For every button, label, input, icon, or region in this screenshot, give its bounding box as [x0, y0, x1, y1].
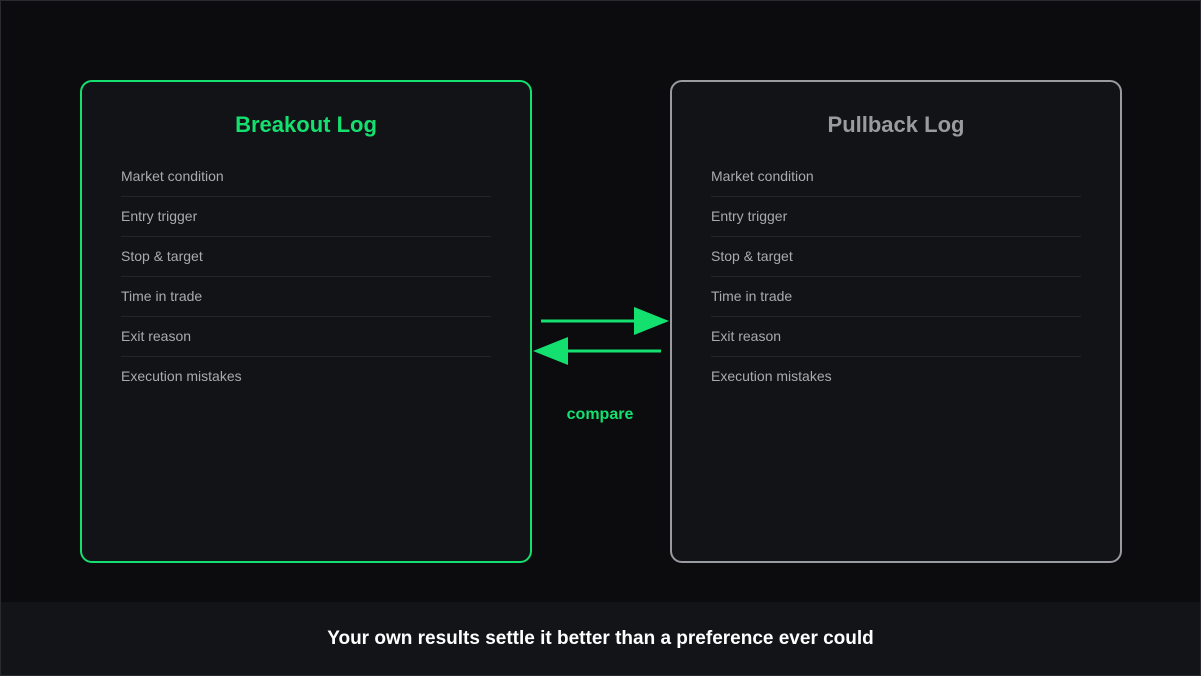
pullback-field-stop-target: Stop & target [711, 237, 1081, 277]
pullback-field-entry-trigger: Entry trigger [711, 197, 1081, 237]
breakout-field-market-condition: Market condition [121, 157, 491, 197]
breakout-field-execution-mistakes: Execution mistakes [121, 368, 242, 384]
footer-text: Your own results settle it better than a… [327, 627, 874, 649]
pullback-log-title: Pullback Log [827, 112, 965, 137]
breakout-log-panel: Breakout Log Market condition Entry trig… [80, 80, 532, 563]
compare-label: compare [566, 406, 634, 423]
pullback-log-fields: Market condition Entry trigger Stop & ta… [711, 157, 1081, 396]
compare-arrows [533, 307, 669, 365]
breakout-field-stop-target: Stop & target [121, 237, 491, 277]
pullback-log-panel: Pullback Log Market condition Entry trig… [670, 80, 1122, 563]
breakout-log-title: Breakout Log [235, 112, 377, 137]
arrow-right-icon [634, 307, 669, 335]
pullback-field-time-in-trade: Time in trade [711, 277, 1081, 317]
breakout-log-fields: Market condition Entry trigger Stop & ta… [121, 157, 491, 396]
pullback-field-execution-mistakes: Execution mistakes [711, 368, 832, 384]
breakout-field-time-in-trade: Time in trade [121, 277, 491, 317]
footer-banner: Your own results settle it better than a… [1, 602, 1200, 675]
arrow-left-icon [533, 337, 568, 365]
breakout-field-exit-reason: Exit reason [121, 317, 491, 357]
pullback-field-market-condition: Market condition [711, 157, 1081, 197]
pullback-field-exit-reason: Exit reason [711, 317, 1081, 357]
breakout-field-entry-trigger: Entry trigger [121, 197, 491, 237]
